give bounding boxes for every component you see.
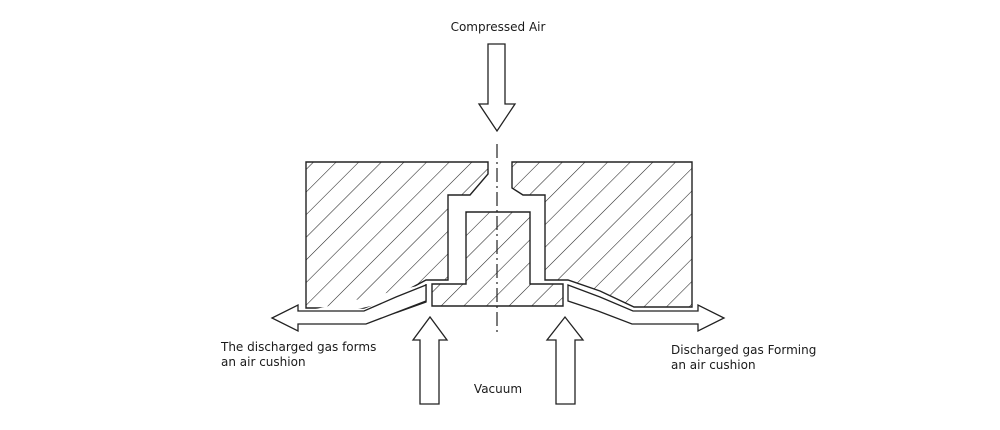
right-discharge-label-line1: Discharged gas Forming [671, 343, 816, 357]
discharge-arrow-right-body [567, 284, 726, 333]
compressed-air-label: Compressed Air [451, 20, 546, 34]
vacuum-label: Vacuum [474, 382, 522, 396]
left-discharge-label-line2: an air cushion [221, 355, 306, 369]
discharge-arrow-left-body [270, 284, 427, 333]
compressed-air-arrow [477, 43, 517, 133]
left-discharge-label-line1: The discharged gas forms [220, 340, 376, 354]
right-body-block [511, 161, 693, 308]
vacuum-arrow-left [411, 315, 449, 405]
vacuum-arrow-right [545, 315, 585, 405]
right-discharge-label-line2: an air cushion [671, 358, 756, 372]
